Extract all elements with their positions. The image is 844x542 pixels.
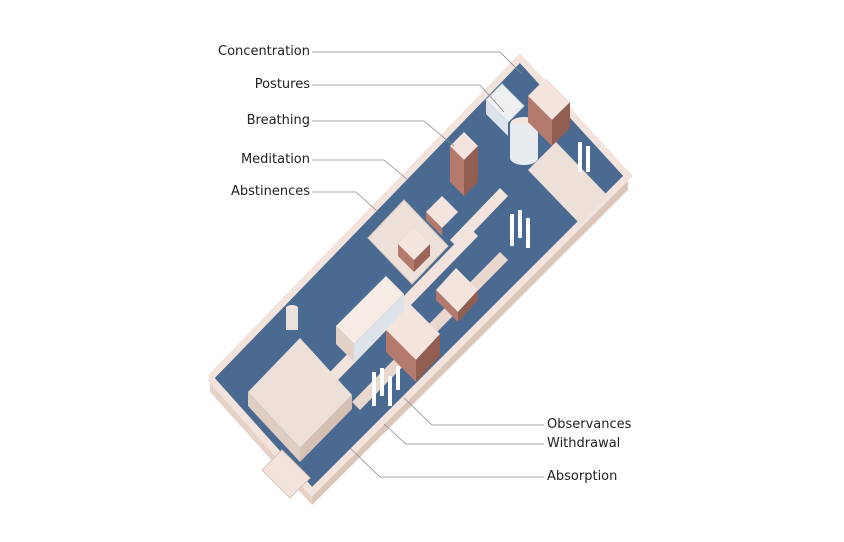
leader-meditation [312,159,409,181]
abstinences-block-side [398,244,414,272]
concentration-block-left [528,96,552,146]
leader-withdrawal [383,423,544,445]
central-wall [450,188,508,248]
observances-tower-top [386,304,440,360]
leader-abstinences [312,191,379,213]
label-postures: Postures [254,77,310,92]
pavilion-side [336,326,354,362]
leader-absorption [349,447,544,478]
lower-room-floor [248,338,352,448]
label-observances: Observances [547,417,632,432]
leader-observances [403,397,544,426]
cylinder-bottom [510,151,538,165]
east-room [528,142,608,224]
label-withdrawal: Withdrawal [547,436,621,451]
mid-block-top [436,268,478,312]
figure-cutouts-mid [510,210,530,248]
abstinences-block-side2 [414,244,430,272]
breathing-tower-right [464,146,478,196]
label-meditation: Meditation [240,152,310,167]
mid-block-left [436,290,458,322]
small-cylinder-body [286,308,298,330]
label-concentration: Concentration [218,44,310,59]
label-absorption: Absorption [547,469,618,484]
leader-postures [312,84,505,113]
breathing-tower-left [450,146,464,196]
figure-cutouts-upper [578,142,590,172]
mid-block-right [458,290,478,322]
leader-concentration [312,51,523,75]
concentration-block-right [552,102,570,146]
observances-tower-right [416,334,440,382]
leader-lines [312,51,544,478]
entry-annex [261,449,311,499]
label-abstinences: Abstinences [230,184,310,199]
lower-room-wall [248,392,300,462]
leader-breathing [312,120,455,147]
postures-volume-side [486,100,508,136]
figure-cutouts-lower [372,366,400,406]
meditation-block-side [426,212,442,236]
pavilion-glass [354,294,404,362]
pavilion-top [336,276,404,344]
observances-tower-left [386,330,416,382]
label-breathing: Breathing [246,113,310,128]
concentration-block-top [528,78,570,120]
lower-room-wall2 [300,395,352,462]
